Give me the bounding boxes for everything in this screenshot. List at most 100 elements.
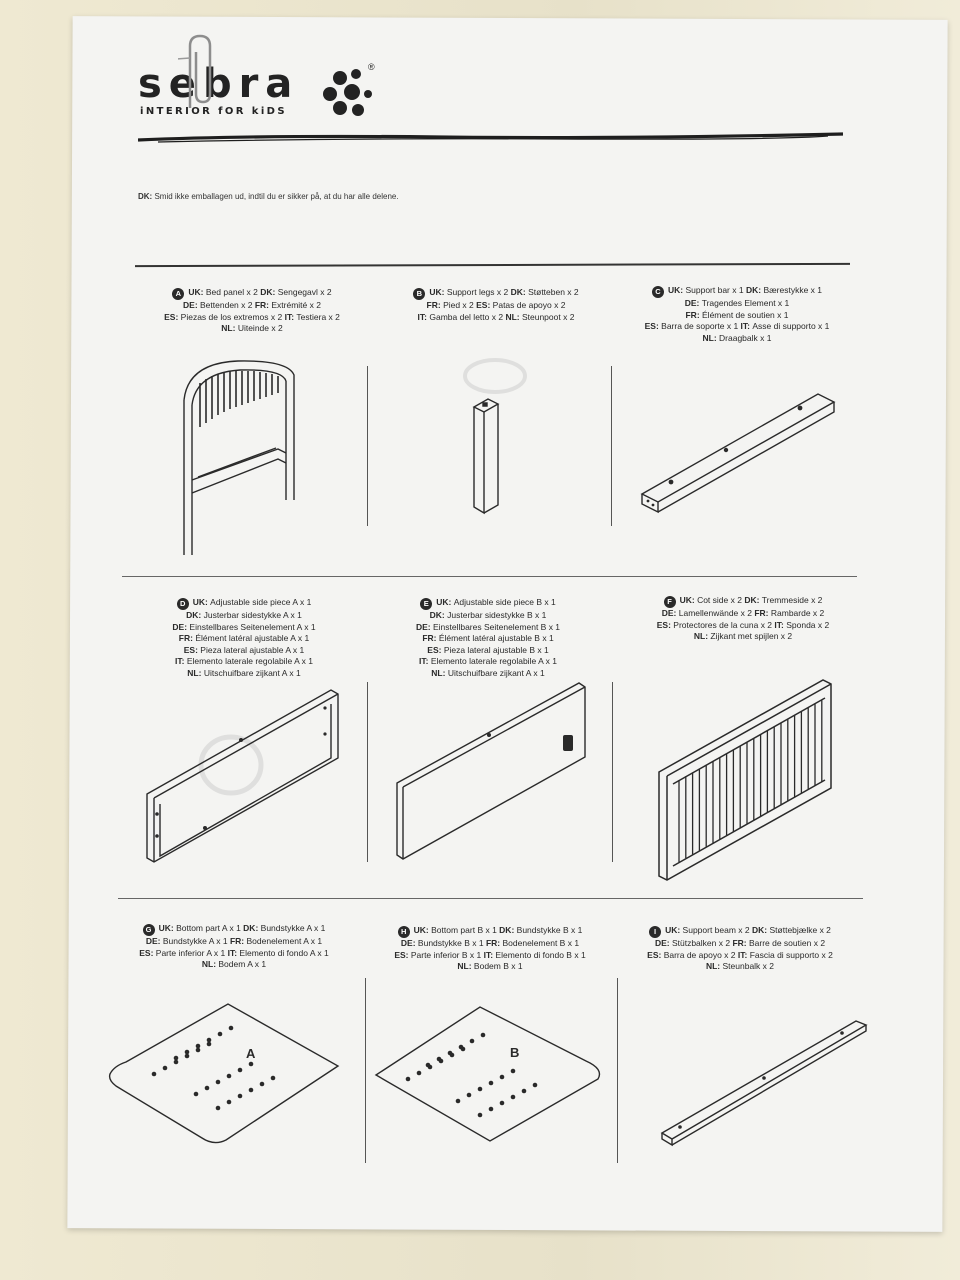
part-name-translation: Draagbalk x 1 <box>719 332 772 343</box>
language-code: DK: <box>744 595 762 605</box>
language-code: ES: <box>427 644 444 655</box>
brand-logo: sebra iNTERIOR fOR kiDS ® <box>138 62 388 122</box>
support-bar-drawing <box>638 388 838 513</box>
language-code: DE: <box>183 300 201 310</box>
language-code: UK: <box>679 595 698 605</box>
board-hole <box>151 1071 157 1077</box>
section-rule-row2 <box>122 576 857 577</box>
part-label-line: DK: Justerbar sidestykke A x 1 <box>124 610 364 622</box>
board-hole <box>488 1080 494 1086</box>
language-code: NL: <box>187 667 204 678</box>
part-name-translation: Protectores de la cuna x 2 <box>673 619 775 630</box>
part-name-translation: Élément latéral ajustable B x 1 <box>438 633 554 643</box>
part-letter-badge: C <box>651 286 664 298</box>
board-hole <box>226 1099 232 1105</box>
board-hole <box>466 1092 472 1098</box>
part-name-translation: Justerbar sidestykke A x 1 <box>203 610 302 620</box>
part-letter-badge: H <box>397 926 410 938</box>
language-code: DK: <box>745 285 764 295</box>
language-code: IT: <box>483 949 496 960</box>
board-hole <box>204 1085 210 1091</box>
language-code: NL: <box>221 323 238 333</box>
language-code: DK: <box>499 925 517 935</box>
language-code: FR: <box>754 608 771 618</box>
part-name-translation: Bottom part A x 1 <box>176 923 244 933</box>
language-code: FR: <box>732 938 749 948</box>
language-code: FR: <box>422 633 439 643</box>
part-label-line: ES: Barra de soporte x 1 IT: Asse di sup… <box>617 321 857 333</box>
part-label-line: DE: Tragendes Element x 1 <box>617 298 857 310</box>
board-mark-b: B <box>510 1045 519 1060</box>
board-hole <box>162 1065 168 1071</box>
section-rule-row3 <box>118 898 863 899</box>
board-hole <box>532 1082 538 1088</box>
part-label-line: DE: Stützbalken x 2 FR: Barre de soutien… <box>620 938 860 950</box>
part-name-translation: Bottom part B x 1 <box>431 925 500 935</box>
part-name-translation: Support legs x 2 <box>446 287 511 297</box>
part-name-translation: Steunbalk x 2 <box>722 961 775 971</box>
side-piece-b-drawing <box>393 679 591 864</box>
part-label-line: NL: Bodem B x 1 <box>370 961 610 973</box>
part-name-translation: Rambarde x 2 <box>770 608 825 618</box>
part-name-translation: Bundstykke B x 1 <box>417 938 486 948</box>
language-code: UK: <box>436 597 454 607</box>
part-label-line: ES: Parte inferior A x 1 IT: Elemento di… <box>114 948 354 960</box>
part-label-line: DE: Einstellbares Seitenelement B x 1 <box>368 622 608 634</box>
part-name-translation: Elemento laterale regolabile A x 1 <box>430 656 557 666</box>
part-label-line: IT: Gamba del letto x 2 NL: Steunpoot x … <box>376 312 616 324</box>
part-name-translation: Piezas de los extremos x 2 <box>180 311 285 322</box>
language-code: FR: <box>426 300 444 310</box>
board-hole <box>228 1025 234 1031</box>
board-hole <box>416 1070 422 1076</box>
part-name-translation: Bed panel x 2 <box>205 287 261 297</box>
part-letter-badge: A <box>172 288 185 300</box>
language-code: UK: <box>158 923 177 933</box>
board-hole <box>477 1112 483 1118</box>
support-leg-drawing <box>470 395 502 517</box>
board-hole <box>270 1075 276 1081</box>
board-hole <box>405 1076 411 1082</box>
board-hole <box>510 1068 516 1074</box>
part-name-translation: Testiera x 2 <box>296 311 340 322</box>
language-code: IT: <box>740 321 753 331</box>
board-hole <box>455 1098 461 1104</box>
part-name-translation: Pied x 2 <box>443 300 477 310</box>
board-hole <box>510 1094 516 1100</box>
board-hole <box>438 1058 444 1064</box>
board-hole <box>206 1037 212 1043</box>
part-letter-badge: F <box>663 596 676 608</box>
part-label-line: DE: Bundstykke A x 1 FR: Bodenelement A … <box>114 936 354 948</box>
language-code: NL: <box>705 961 723 971</box>
language-code: ES: <box>394 949 411 960</box>
part-name-translation: Støtteben x 2 <box>528 287 579 297</box>
language-code: ES: <box>183 644 201 655</box>
language-code: DE: <box>145 936 163 946</box>
part-label-line: DE: Lamellenwände x 2 FR: Rambarde x 2 <box>623 608 863 620</box>
board-hole <box>184 1053 190 1059</box>
language-code: IT: <box>284 311 297 322</box>
board-hole <box>195 1047 201 1053</box>
part-name-translation: Bodenelement B x 1 <box>502 938 580 948</box>
column-rule-r2b <box>612 682 613 862</box>
part-name-translation: Adjustable side piece B x 1 <box>453 597 556 607</box>
dk-packaging-note: DK: Smid ikke emballagen ud, indtil du e… <box>138 192 399 201</box>
part-name-translation: Fascia di supporto x 2 <box>749 949 833 960</box>
brand-tagline: iNTERIOR fOR kiDS <box>140 106 287 117</box>
language-code: NL: <box>693 631 711 641</box>
column-rule-r1a <box>367 366 368 526</box>
part-name-translation: Bodem B x 1 <box>473 961 523 971</box>
language-code: DE: <box>172 621 190 632</box>
part-label-line: NL: Uiteinde x 2 <box>132 323 372 335</box>
part-name-translation: Barre de soutien x 2 <box>748 938 826 948</box>
part-name-translation: Uitschuifbare zijkant A x 1 <box>203 667 301 678</box>
part-name-translation: Pieza lateral ajustable A x 1 <box>200 644 305 655</box>
